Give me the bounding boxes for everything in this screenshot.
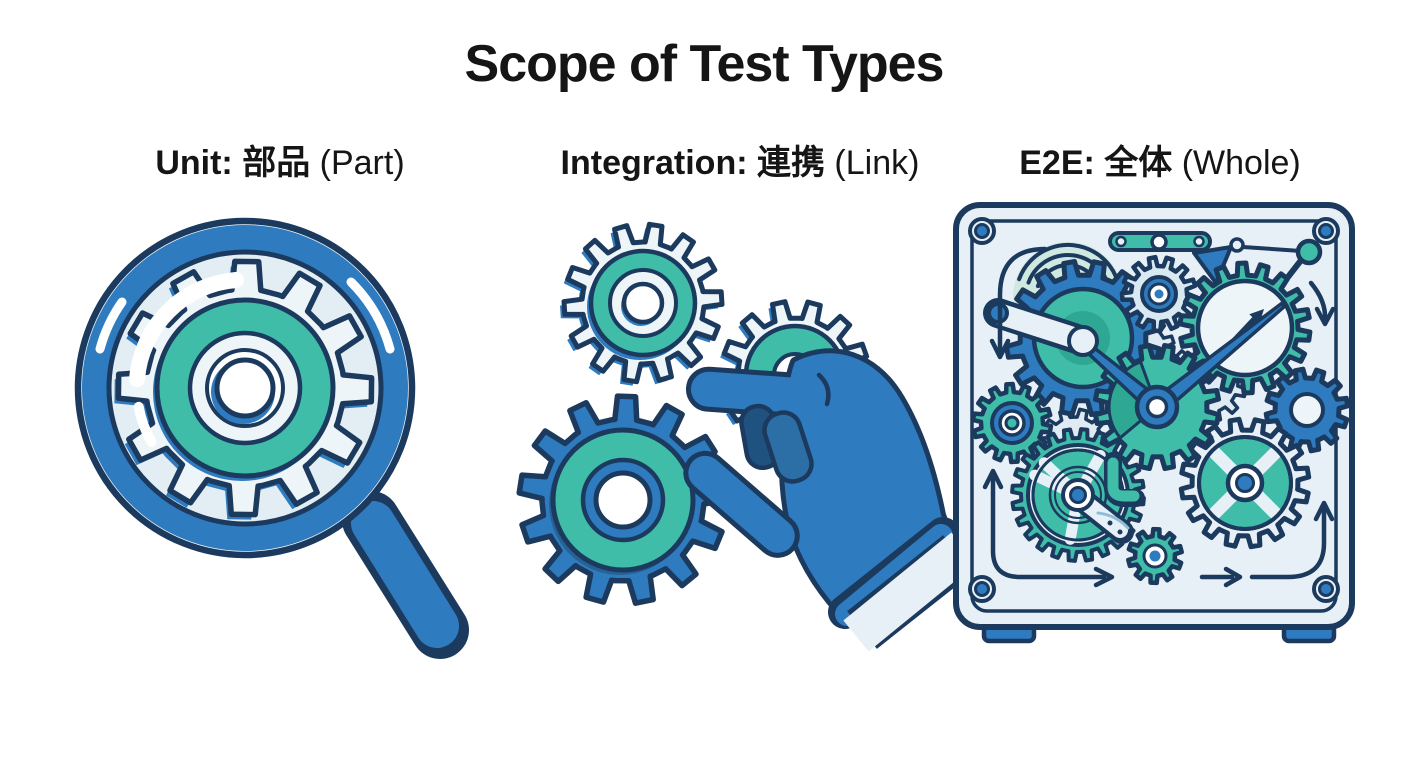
top-linkage-bar xyxy=(1108,231,1323,285)
panel-label-integration-regular: (Link) xyxy=(824,144,920,182)
rotation-arrows xyxy=(982,246,1336,588)
arrowhead-up xyxy=(982,468,1004,490)
knuckle-crease xyxy=(816,372,831,407)
gear-blue-right xyxy=(1263,366,1351,454)
panel-label-e2e-bold: E2E: 全体 xyxy=(1019,144,1173,182)
arrowhead-right xyxy=(1223,566,1243,588)
panel-label-e2e-regular: (Whole) xyxy=(1172,144,1301,182)
hand-gears-icon xyxy=(516,221,968,652)
magnifier-handle xyxy=(322,469,469,659)
lens-glare xyxy=(129,272,244,447)
gear-small-left xyxy=(970,381,1054,465)
curled-finger xyxy=(762,410,814,484)
page-title: Scope of Test Types xyxy=(464,35,945,93)
pendulum-ball xyxy=(1295,238,1323,266)
arrowhead-right xyxy=(1093,566,1115,588)
panel-label-unit-regular: (Part) xyxy=(310,144,405,182)
clockwork-machine-icon xyxy=(953,202,1355,644)
panel-label-e2e: E2E: 全体 (Whole) xyxy=(950,140,1370,186)
gear-bottom xyxy=(516,393,730,606)
hand xyxy=(683,348,968,652)
arrowhead-down xyxy=(989,338,1011,360)
panel-label-unit: Unit: 部品 (Part) xyxy=(60,140,500,186)
unit-gear xyxy=(114,258,375,520)
panel-label-unit-bold: Unit: 部品 xyxy=(155,144,311,182)
arrowhead-down xyxy=(1314,306,1336,327)
gear-top-left xyxy=(560,221,725,386)
integration-illustration xyxy=(498,210,968,660)
panel-label-integration-bold: Integration: 連携 xyxy=(560,144,825,182)
unit-illustration xyxy=(55,208,495,668)
arrowhead-up xyxy=(1313,500,1335,522)
gear-wheel-bottomleft xyxy=(1010,427,1146,563)
corner-screw xyxy=(968,217,1340,603)
pipe-elbow xyxy=(1104,452,1145,507)
e2e-illustration xyxy=(950,195,1390,650)
pendulum-stick xyxy=(1285,256,1305,280)
panel-label-integration: Integration: 連携 (Link) xyxy=(520,140,960,186)
magnifying-glass-gear-icon xyxy=(74,217,469,659)
gear-small-top xyxy=(1119,254,1199,334)
gear-small-bottom xyxy=(1126,526,1184,586)
gear-quad-bottomright xyxy=(1178,416,1312,550)
